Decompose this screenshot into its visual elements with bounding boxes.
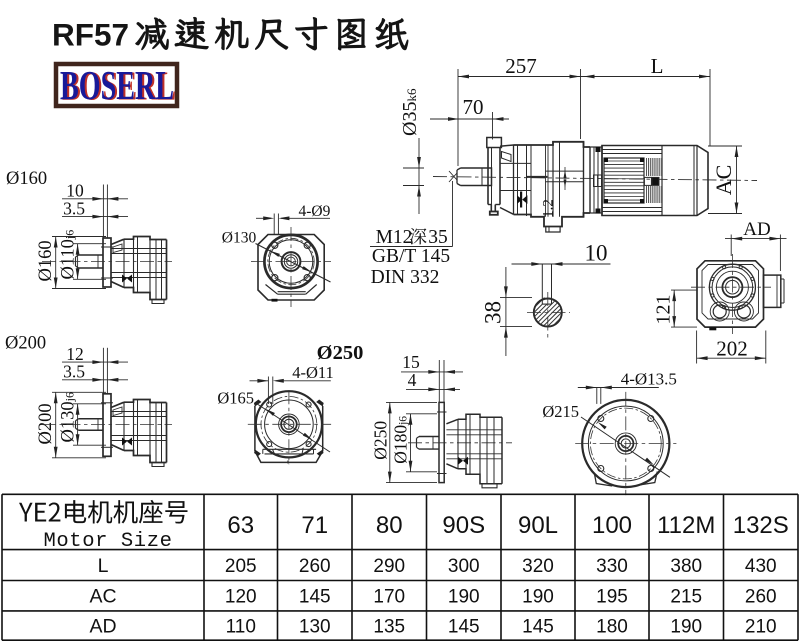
svg-text:132S: 132S (733, 512, 789, 539)
svg-text:90S: 90S (442, 512, 485, 539)
svg-text:GB/T 145: GB/T 145 (372, 246, 450, 267)
svg-text:Ø180j6: Ø180j6 (391, 416, 411, 464)
svg-text:Ø200: Ø200 (36, 403, 56, 444)
svg-text:38: 38 (481, 301, 506, 324)
svg-text:110: 110 (226, 616, 256, 637)
svg-text:Ø160: Ø160 (36, 240, 56, 281)
svg-text:4-Ø13.5: 4-Ø13.5 (621, 370, 677, 389)
svg-text:RF57: RF57 (52, 17, 129, 53)
svg-text:BOSERL: BOSERL (62, 63, 176, 109)
svg-text:AC: AC (711, 165, 736, 196)
svg-text:180: 180 (596, 616, 628, 637)
svg-text:120: 120 (225, 587, 257, 608)
svg-text:170: 170 (373, 587, 405, 608)
svg-text:100: 100 (592, 512, 632, 539)
svg-text:3.5: 3.5 (63, 198, 85, 218)
svg-text:205: 205 (225, 556, 257, 577)
svg-text:12: 12 (66, 344, 84, 364)
svg-text:1.2: 1.2 (541, 199, 557, 218)
svg-text:35: 35 (428, 227, 448, 248)
svg-text:Ø215: Ø215 (542, 402, 579, 421)
svg-text:71: 71 (301, 512, 328, 539)
svg-text:135: 135 (373, 616, 405, 637)
svg-text:Motor Size: Motor Size (43, 530, 172, 553)
svg-text:10: 10 (66, 181, 84, 201)
svg-text:AD: AD (743, 219, 770, 240)
svg-text:AC: AC (89, 586, 116, 608)
svg-text:15: 15 (402, 352, 420, 372)
svg-text:202: 202 (716, 337, 748, 361)
svg-text:145: 145 (522, 616, 554, 637)
svg-text:4: 4 (408, 370, 417, 390)
svg-text:330: 330 (596, 556, 628, 577)
svg-text:Ø35k6: Ø35k6 (399, 88, 421, 136)
svg-text:215: 215 (670, 587, 702, 608)
svg-text:4-Ø9: 4-Ø9 (298, 203, 330, 220)
svg-text:M12: M12 (376, 227, 413, 248)
svg-text:3.5: 3.5 (63, 362, 85, 382)
svg-text:130: 130 (299, 616, 331, 637)
svg-text:Ø110j6: Ø110j6 (59, 230, 79, 280)
svg-text:260: 260 (745, 587, 777, 608)
svg-text:AD: AD (89, 615, 116, 637)
svg-text:112M: 112M (657, 512, 715, 539)
svg-text:210: 210 (745, 616, 777, 637)
svg-text:Ø250: Ø250 (371, 421, 391, 460)
svg-text:190: 190 (522, 587, 554, 608)
svg-text:Ø130: Ø130 (222, 230, 257, 247)
svg-text:300: 300 (448, 556, 480, 577)
svg-text:195: 195 (596, 587, 628, 608)
svg-text:190: 190 (448, 587, 480, 608)
svg-text:257: 257 (505, 54, 537, 78)
svg-text:290: 290 (373, 556, 405, 577)
svg-text:430: 430 (745, 556, 777, 577)
svg-text:L: L (98, 555, 109, 577)
svg-text:121: 121 (653, 295, 675, 325)
svg-text:190: 190 (670, 616, 702, 637)
svg-text:63: 63 (227, 512, 254, 539)
svg-text:145: 145 (299, 587, 331, 608)
svg-text:90L: 90L (518, 512, 558, 539)
svg-text:145: 145 (448, 616, 480, 637)
svg-text:BOSERL: BOSERL (60, 62, 174, 108)
svg-text:Ø165: Ø165 (217, 389, 254, 408)
svg-text:DIN 332: DIN 332 (371, 267, 440, 288)
svg-text:Ø130j6: Ø130j6 (59, 392, 79, 442)
svg-text:380: 380 (670, 556, 702, 577)
svg-text:260: 260 (299, 556, 331, 577)
svg-text:80: 80 (376, 512, 403, 539)
svg-text:Ø200: Ø200 (5, 334, 46, 354)
svg-text:10: 10 (585, 241, 608, 266)
svg-text:70: 70 (463, 95, 484, 119)
svg-text:4-Ø11: 4-Ø11 (292, 363, 334, 382)
svg-text:Ø250: Ø250 (317, 342, 364, 364)
svg-text:Ø160: Ø160 (6, 169, 47, 189)
svg-text:320: 320 (522, 556, 554, 577)
svg-text:L: L (651, 54, 664, 78)
